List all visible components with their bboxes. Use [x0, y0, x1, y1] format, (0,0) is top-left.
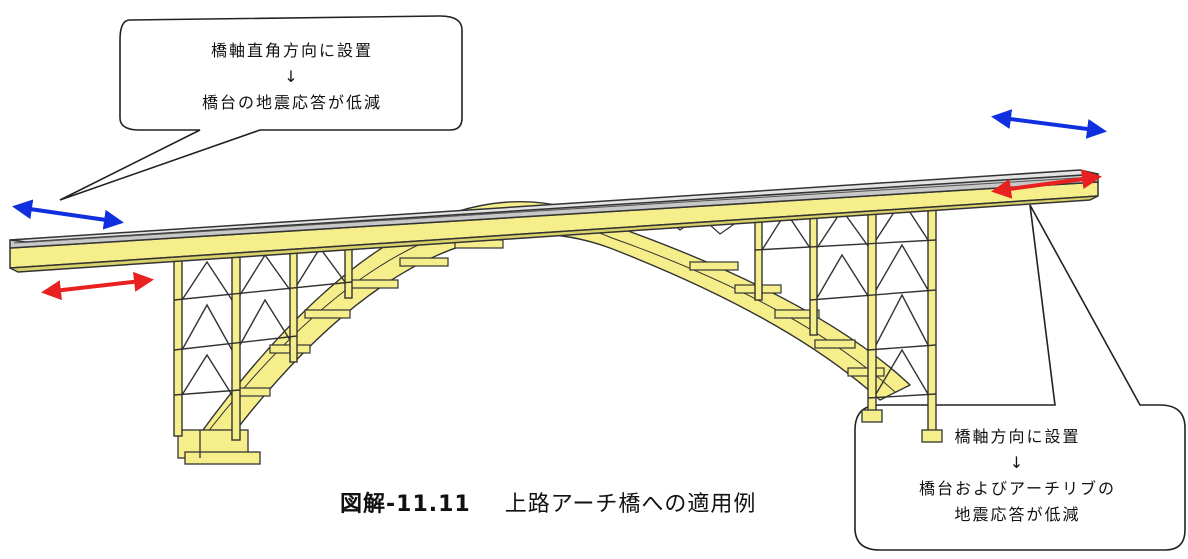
down-arrow-icon: ↓ [1009, 453, 1026, 472]
double-headed-arrow-blue [12, 199, 124, 230]
callout-right-line1: 橋軸方向に設置 [954, 427, 1081, 446]
callout-right-bubble [854, 204, 1186, 551]
double-headed-arrow-red [41, 271, 154, 301]
double-headed-arrow-blue [991, 109, 1107, 139]
down-arrow-icon: ↓ [284, 67, 300, 86]
callout-left-text: 橋軸直角方向に設置 ↓ 橋台の地震応答が低減 [122, 38, 462, 116]
callout-left-bubble [59, 15, 463, 201]
left-spandrel-frame [173, 237, 353, 441]
callout-right-line3: 地震応答が低減 [954, 505, 1081, 524]
callout-left-line1: 橋軸直角方向に設置 [210, 41, 373, 60]
left-abutment [177, 429, 261, 465]
bridge-deck [9, 169, 1099, 273]
double-headed-arrow-red [991, 169, 1102, 199]
callout-right-line2: 橋台およびアーチリブの [918, 479, 1117, 498]
callout-right-text: 橋軸方向に設置 ↓ 橋台およびアーチリブの 地震応答が低減 [850, 424, 1185, 528]
figure-label: 図解-11.11 [340, 492, 471, 517]
figure-caption: 図解-11.11 上路アーチ橋への適用例 [340, 486, 755, 518]
arch-bracing [235, 239, 885, 397]
right-pier-base [861, 409, 943, 443]
callout-left-line2: 橋台の地震応答が低減 [201, 93, 382, 112]
figure-title: 上路アーチ橋への適用例 [504, 492, 757, 517]
